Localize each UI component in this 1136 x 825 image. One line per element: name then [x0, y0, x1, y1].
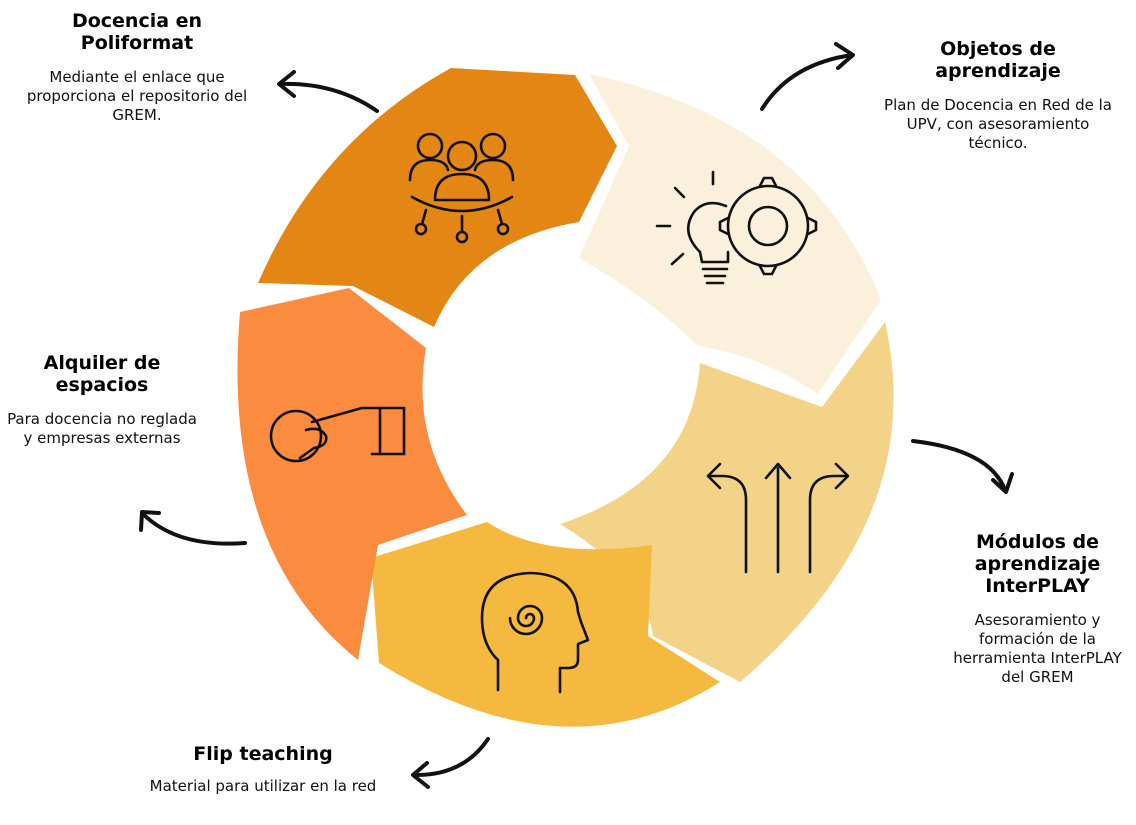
title-objetos: Objetos de aprendizaje	[935, 38, 1061, 82]
title-modulos: Módulos de aprendizaje InterPLAY	[974, 531, 1101, 597]
text-docencia: Mediante el enlace que proporciona el re…	[26, 68, 248, 124]
text-alquiler: Para docencia no reglada y empresas exte…	[7, 410, 197, 447]
block-objetos: Objetos de aprendizaje Plan de Docencia …	[878, 38, 1118, 153]
head-spiral-icon	[480, 571, 590, 694]
arrow-modulos	[911, 439, 1014, 494]
title-alquiler: Alquiler de espacios	[43, 352, 161, 396]
block-flip: Flip teaching Material para utilizar en …	[130, 743, 396, 796]
title-docencia: Docencia en Poliformat	[71, 10, 203, 54]
group-network-icon	[408, 132, 515, 244]
segment-docencia	[258, 68, 617, 327]
lightbulb-gear-icon	[655, 170, 818, 285]
arrow-alquiler	[139, 510, 247, 546]
block-docencia: Docencia en Poliformat Mediante el enlac…	[12, 10, 262, 125]
arrow-docencia	[277, 70, 379, 113]
arrow-flip	[411, 737, 490, 789]
title-flip: Flip teaching	[193, 743, 333, 765]
text-modulos: Asesoramiento y formación de la herramie…	[953, 611, 1122, 686]
segment-alquiler	[237, 288, 467, 660]
text-flip: Material para utilizar en la red	[149, 777, 377, 795]
text-objetos: Plan de Docencia en Red de la UPV, con a…	[884, 96, 1112, 152]
arrow-objetos	[760, 42, 855, 111]
block-modulos: Módulos de aprendizaje InterPLAY Asesora…	[940, 531, 1135, 687]
hand-ball-icon	[269, 406, 406, 463]
segment-flip	[371, 522, 720, 727]
directional-arrows-icon	[706, 462, 850, 574]
block-alquiler: Alquiler de espacios Para docencia no re…	[2, 352, 202, 448]
